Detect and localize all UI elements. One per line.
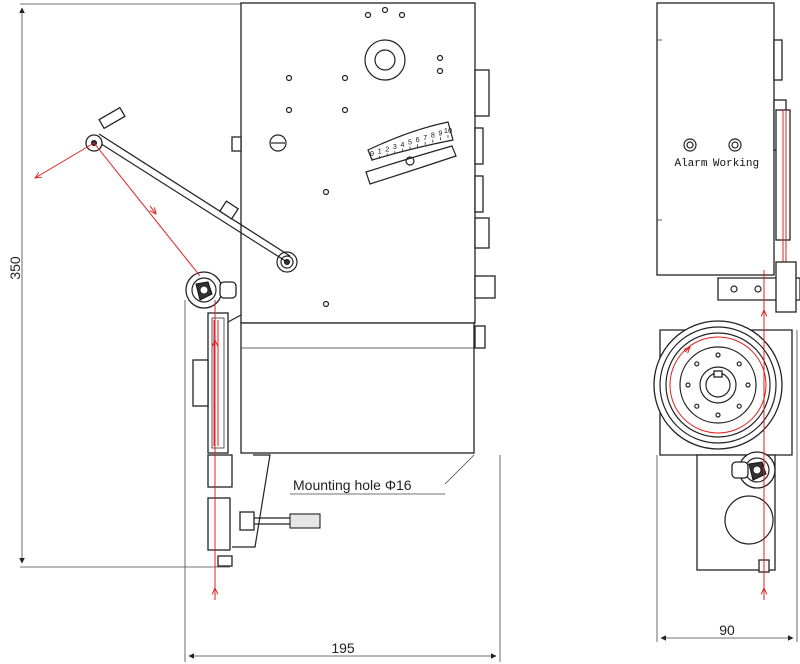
- tension-arm: [85, 106, 291, 263]
- scale-number: 8: [431, 133, 435, 141]
- front-width-dimension-label: 195: [331, 640, 355, 656]
- wheel-bolt-hole: [715, 412, 721, 418]
- alarm-label: Alarm: [674, 158, 707, 170]
- scale-number: 1: [377, 149, 381, 157]
- scale-number: 6: [415, 137, 419, 145]
- front-view: 350 195: [7, 2, 501, 662]
- wheel-bolt-hole: [736, 361, 742, 367]
- scale-number: 5: [408, 140, 412, 148]
- center-hub: [364, 39, 406, 81]
- working-label: Working: [713, 158, 759, 170]
- height-dimension-label: 350: [7, 256, 23, 280]
- mounting-hole-callout: Mounting hole Φ16: [293, 477, 412, 493]
- side-housing: [656, 2, 775, 276]
- scale-number: 7: [423, 135, 427, 143]
- pivot-icon: [276, 251, 298, 273]
- guide-pulley-icon: [185, 271, 237, 309]
- tension-wheel: [653, 320, 793, 456]
- working-indicator-icon: [728, 138, 742, 152]
- side-pulley-icon: [731, 451, 776, 489]
- wheel-bolt-hole: [694, 403, 700, 409]
- wheel-bolt-hole: [685, 382, 691, 388]
- side-width-dimension-label: 90: [719, 622, 735, 638]
- wheel-bolt-hole: [745, 382, 751, 388]
- lower-housing: [240, 322, 475, 454]
- wheel-bolt-hole: [736, 403, 742, 409]
- upper-housing: [240, 2, 476, 324]
- scale-number: 9: [438, 130, 442, 138]
- scale-number: 4: [400, 142, 404, 150]
- scale-number: 10: [444, 128, 452, 136]
- screw-icon: [269, 134, 287, 152]
- scale-number: 2: [385, 146, 389, 154]
- wheel-bolt-hole: [694, 361, 700, 367]
- side-view: Alarm Working: [653, 2, 800, 642]
- alarm-indicator-icon: [683, 138, 697, 152]
- wheel-bolt-hole: [715, 352, 721, 358]
- scale-number: 3: [393, 144, 397, 152]
- scale-number: 0: [370, 151, 374, 159]
